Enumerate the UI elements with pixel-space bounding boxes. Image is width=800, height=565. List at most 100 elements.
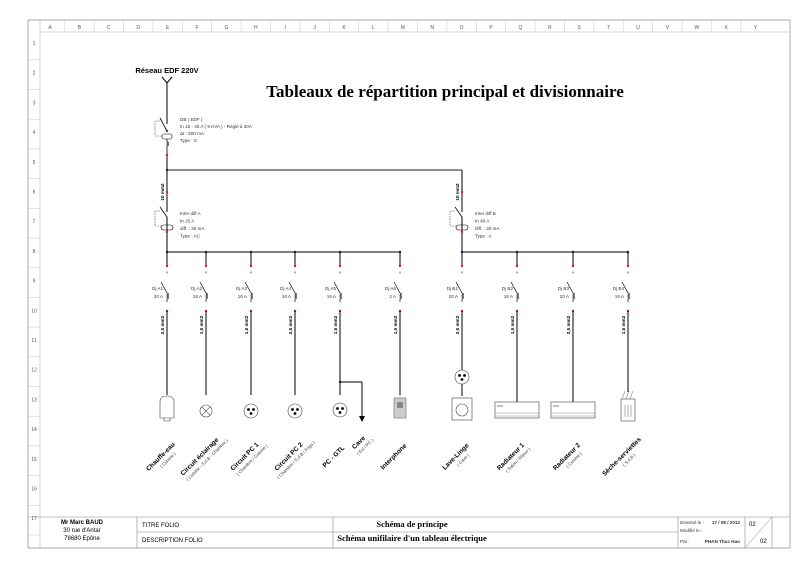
column-label: V: [666, 25, 670, 31]
row-label: 8: [33, 249, 36, 255]
terminal-mark: ×: [627, 270, 630, 275]
arrow-down-icon: [359, 416, 365, 422]
breaker-rating: 16 A: [282, 294, 292, 299]
diagram-title: Tableaux de répartition principal et div…: [266, 82, 624, 101]
outlet-pin: [247, 408, 250, 411]
cable-section-label: 1,5 mm2: [393, 315, 398, 334]
breaker-name: Dj A3: [236, 286, 247, 291]
inter-diff-b-spec: In 40 A: [475, 219, 490, 224]
breaker-contact: [393, 281, 401, 294]
supply-label: Réseau EDF 220V: [135, 66, 198, 75]
column-label: Q: [518, 25, 522, 31]
inter-diff-a-spec: Type : AC: [180, 234, 201, 239]
supply-antenna-icon: [161, 76, 173, 112]
terminal-dot: [165, 230, 169, 234]
description-folio-value: Schéma unifilaire d'un tableau électriqu…: [337, 533, 487, 543]
breaker-trip-icon: [293, 292, 297, 302]
breaker-contact: [199, 281, 207, 294]
breaker-rating: 20 A: [154, 294, 164, 299]
switch-contact: [159, 206, 168, 218]
cable-section-label: 1,5 mm2: [333, 315, 338, 334]
row-label: 13: [31, 397, 37, 403]
breaker-name: Dj B2: [502, 286, 514, 291]
radiator-body: [494, 401, 540, 419]
column-label: S: [578, 25, 582, 31]
breaker-name: Dj B3: [558, 286, 570, 291]
outlet-pin: [341, 407, 344, 410]
breaker-contact: [288, 281, 296, 294]
column-label: T: [607, 25, 610, 31]
cable-section-label: 1,5 mm2: [199, 315, 204, 334]
breaker-contact: [566, 281, 574, 294]
row-label: 11: [31, 338, 36, 344]
breaker-name: Dj B1: [447, 286, 459, 291]
row-label: 9: [33, 279, 36, 285]
column-label: U: [636, 25, 640, 31]
terminal-dot: [165, 153, 169, 157]
load-label: PC - GTL: [322, 445, 347, 470]
terminal-dot: [398, 264, 402, 268]
outlet-body: [287, 403, 303, 419]
breaker-rating: 20 A: [560, 294, 570, 299]
terminal-dot: [338, 264, 342, 268]
row-label: 14: [31, 427, 37, 433]
outlet-pin: [296, 408, 299, 411]
terminal-mark: ×: [205, 270, 208, 275]
breaker-trip-icon: [338, 292, 342, 302]
terminal-dot: [571, 264, 575, 268]
outlet-pin: [460, 378, 464, 381]
cable-section-label: 1,5 mm2: [244, 315, 249, 334]
terminal-dot: [165, 190, 169, 194]
column-label: J: [313, 25, 316, 31]
by-value: PHAN Thuc Hao: [705, 539, 740, 544]
owner-name: Mr Marc BAUD: [61, 520, 104, 526]
breaker-contact: [455, 281, 463, 294]
breaker-contact: [333, 281, 341, 294]
lamp-cross: [201, 406, 211, 416]
column-label: I: [285, 25, 286, 31]
breaker-rating: 16 A: [238, 294, 248, 299]
row-label: 6: [33, 190, 36, 196]
cable-section-label: 2,5 mm2: [160, 315, 165, 334]
washing-machine-icon: [451, 397, 473, 421]
owner-city: 78680 Epône: [64, 536, 100, 542]
row-label: 16: [31, 487, 37, 493]
breaker-rating: 16 A: [193, 294, 203, 299]
column-label: H: [254, 25, 258, 31]
terminal-mark: ×: [461, 270, 464, 275]
main-breaker-spec: In 15 - 45 A ( 9 KVA ) - Réglé à 30A: [180, 124, 253, 129]
breaker-trip-icon: [515, 292, 519, 302]
cable-section-label: 2,5 mm2: [455, 315, 460, 334]
switch-contact: [454, 206, 463, 218]
row-label: 1: [33, 41, 36, 47]
breaker-contact: [244, 281, 252, 294]
terminal-dot: [626, 264, 630, 268]
titre-folio-label: TITRE FOLIO: [142, 523, 179, 529]
row-label: 17: [31, 516, 37, 522]
breaker-rating: 16 A: [615, 294, 625, 299]
breaker-rating: 2 A: [389, 294, 397, 299]
row-label: 12: [31, 368, 37, 374]
mechanical-link: [154, 120, 162, 137]
column-label: R: [548, 25, 552, 31]
row-label: 5: [33, 160, 36, 166]
outlet-icon: [454, 369, 470, 385]
drawn-date: 17 / 08 / 2012: [712, 520, 741, 525]
column-label: F: [195, 25, 198, 31]
outlet-pin: [291, 408, 294, 411]
outlet-pin: [293, 412, 297, 415]
breaker-name: Dj A5: [325, 286, 336, 291]
row-label: 7: [33, 219, 36, 225]
outlet-pin: [252, 408, 255, 411]
breaker-contact: [510, 281, 518, 294]
